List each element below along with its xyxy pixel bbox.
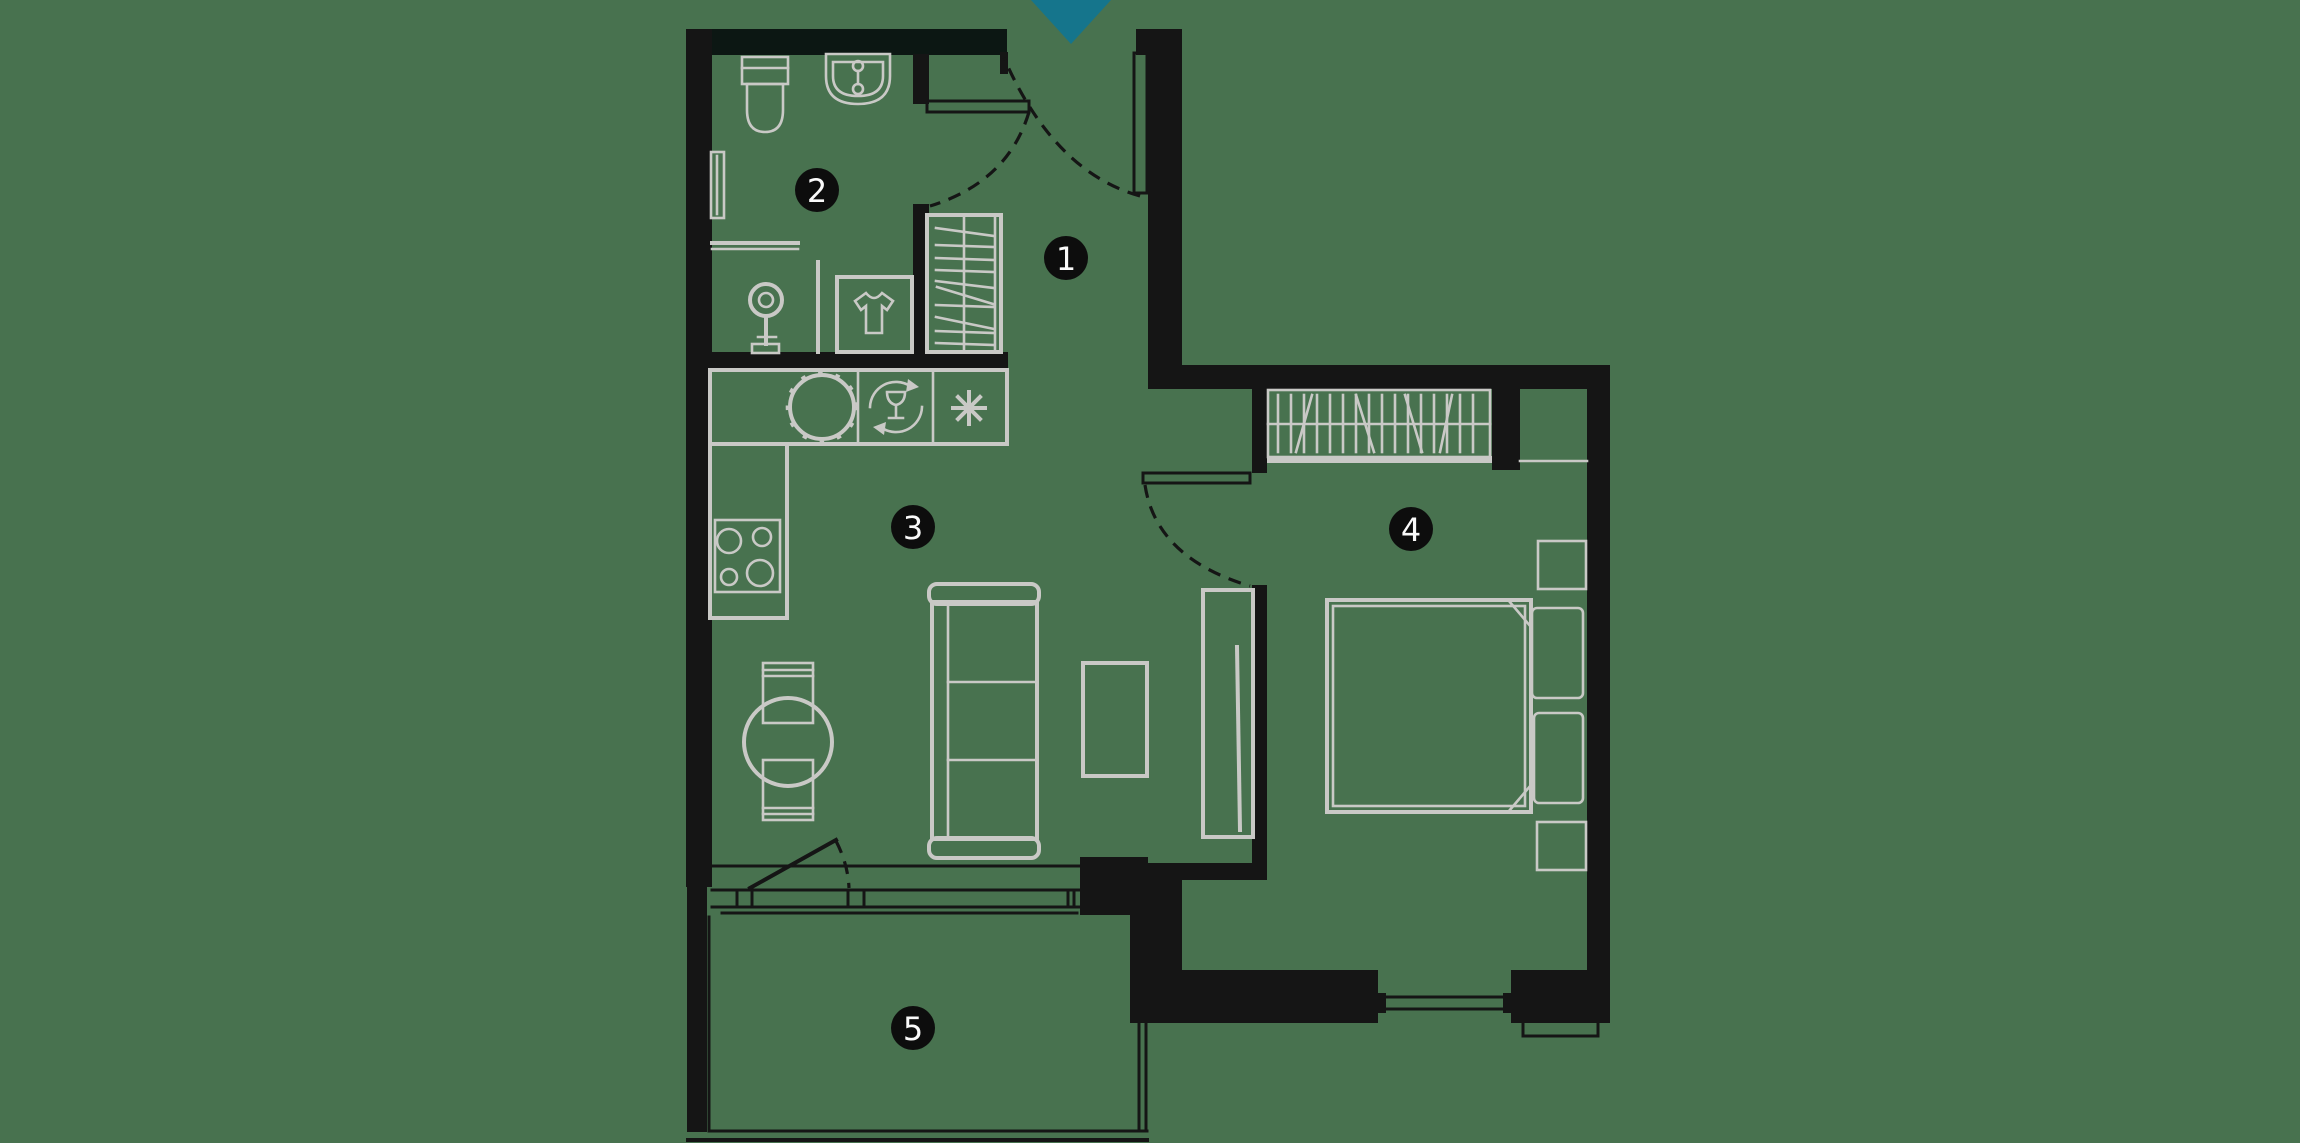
balcony-outline	[686, 915, 1149, 1142]
wall-bath-kitchen-divider	[686, 352, 1008, 372]
bedroom-window-icon	[1378, 993, 1511, 1013]
kitchen-counter-top	[708, 368, 1009, 446]
room-labels: 1 2 3 4 5	[795, 168, 1433, 1050]
pillow-bottom	[1532, 711, 1585, 805]
svg-text:5: 5	[903, 1010, 923, 1048]
bathroom-door-swing-icon	[929, 111, 1031, 208]
wall-window-pier	[1080, 857, 1148, 915]
wall-room3-bed-lower	[1252, 585, 1267, 880]
blanket-fold-bottom	[1507, 781, 1533, 813]
balcony-door-leaf	[747, 837, 839, 891]
room-label-2: 2	[795, 168, 839, 212]
shower-enclosure	[710, 241, 820, 355]
bedroom-wardrobe-icon	[1266, 388, 1492, 463]
bed-icon	[1325, 598, 1585, 814]
pillow-top	[1530, 606, 1585, 700]
dishwasher-icon	[868, 379, 924, 435]
balcony-door-swing-icon	[834, 840, 851, 889]
exterior-ledge	[1521, 1021, 1600, 1038]
tv-panel-icon	[1234, 644, 1243, 833]
svg-text:3: 3	[903, 509, 923, 547]
hob-icon	[713, 518, 782, 594]
room-label-1: 1	[1044, 236, 1088, 280]
room-label-5: 5	[891, 1006, 935, 1050]
bedroom	[1266, 388, 1600, 1038]
coffee-table	[1081, 661, 1149, 778]
nightstand-top	[1536, 539, 1588, 591]
bathroom-fixtures	[709, 52, 914, 355]
dining-set-icon	[742, 661, 834, 822]
wall-hall-east	[1148, 29, 1182, 389]
wall-bedroom-top	[1148, 365, 1610, 389]
hall-wardrobe-icon	[925, 213, 1003, 354]
svg-text:1: 1	[1056, 240, 1076, 278]
toilet-icon	[740, 55, 790, 134]
entrance-door-leaf	[1132, 51, 1149, 195]
svg-text:2: 2	[807, 172, 827, 210]
laundry-closet	[835, 275, 914, 354]
svg-text:4: 4	[1401, 511, 1421, 549]
bedroom-door-swing-icon	[1143, 484, 1251, 588]
living-room	[742, 471, 1255, 860]
wall-west-lower-strip	[687, 887, 707, 1132]
kitchen-counter-left	[708, 442, 789, 620]
towel-radiator-icon	[709, 150, 726, 220]
entrance-door-swing-icon	[1002, 57, 1141, 198]
wall-niche-left	[1492, 389, 1520, 470]
entrance	[1002, 0, 1149, 198]
wall-top-bathroom	[686, 29, 1007, 55]
tv-stand	[1201, 588, 1255, 839]
bedroom-door-leaf	[1141, 471, 1252, 485]
wall-bedroom-jog	[1130, 863, 1267, 880]
room-label-3: 3	[891, 505, 935, 549]
wall-room3-bed-stub	[1252, 389, 1267, 473]
window-band	[710, 837, 1082, 915]
bathroom-door-leaf	[925, 99, 1031, 114]
kitchen	[708, 368, 1009, 620]
entrance-arrow-icon	[1031, 0, 1111, 44]
shower-mixer-icon	[748, 282, 784, 355]
entrance-jamb	[1000, 52, 1008, 74]
wall-bath-east-stub	[913, 54, 929, 104]
freezer-icon	[951, 390, 987, 426]
kitchen-sink-icon	[788, 373, 856, 441]
sofa-icon	[927, 582, 1041, 860]
walls	[686, 29, 1610, 1132]
wall-bedroom-bottom-right	[1511, 970, 1610, 1023]
dining-table	[742, 696, 834, 788]
wall-bedroom-bottom-left	[1182, 970, 1378, 1023]
hallway	[925, 99, 1031, 354]
laundry-tshirt-icon	[853, 291, 895, 335]
room-label-4: 4	[1389, 507, 1433, 551]
wall-bedroom-east	[1587, 365, 1610, 1023]
washbasin-icon	[824, 52, 892, 106]
nightstand-bottom	[1535, 820, 1588, 872]
wall-west	[686, 29, 712, 887]
